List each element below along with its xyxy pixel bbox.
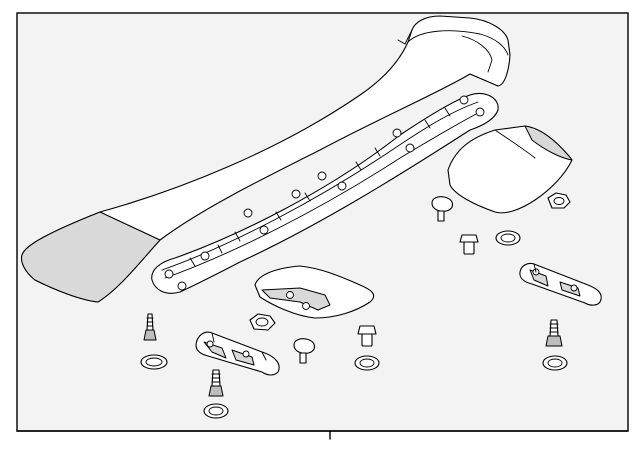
center-mount-plate [254,265,375,319]
side-mount-bracket-right [519,262,602,306]
spoiler-reinforcement-bracket [151,92,499,294]
gasket-3 [354,355,380,371]
gasket-1 [495,230,521,246]
bolt-1 [143,313,157,341]
side-mount-bracket-left [195,331,280,376]
end-cap-right [447,125,573,214]
nut-1 [547,192,571,209]
bolt-2 [208,369,224,397]
clip-4 [357,325,377,347]
rear-spoiler [21,15,511,303]
fastener-clip-1 [431,196,454,222]
gasket-2 [140,354,168,370]
nut-2 [249,313,276,331]
gasket-5 [542,355,568,371]
gasket-4 [203,403,229,419]
bracket-holes [164,95,485,291]
fastener-clip-2 [459,234,479,255]
bolt-3 [545,319,563,347]
clip-3 [293,338,316,364]
